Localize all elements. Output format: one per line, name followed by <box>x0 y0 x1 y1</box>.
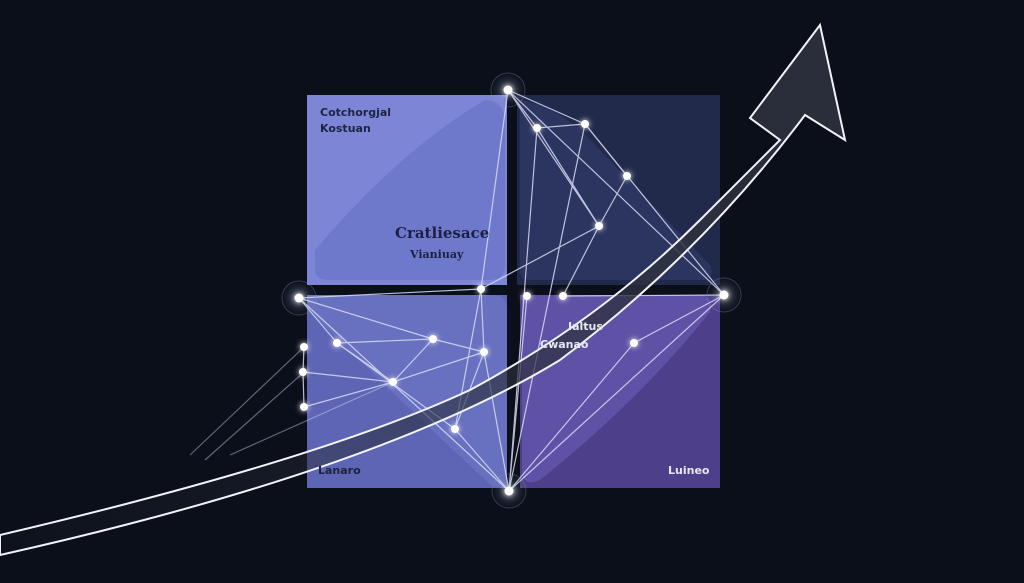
network-node <box>595 222 603 230</box>
network-edge <box>483 351 510 492</box>
network-node <box>503 85 513 95</box>
label-right-center-line2: Cwanao <box>540 338 589 351</box>
tile-bottom-right <box>520 295 720 488</box>
network-nodes <box>281 72 742 509</box>
network-node <box>300 403 308 411</box>
network-node <box>504 486 514 496</box>
network-edge <box>480 89 509 290</box>
network-edge <box>336 338 434 344</box>
network-node <box>451 425 459 433</box>
network-edge <box>480 288 485 353</box>
network-node <box>389 378 397 386</box>
network-edge <box>536 127 600 227</box>
network-edge <box>507 89 600 227</box>
network-node <box>719 290 729 300</box>
network-edge <box>598 175 628 227</box>
tile-bottom-left-inner <box>308 295 508 487</box>
network-node <box>623 172 631 180</box>
network-node <box>533 124 541 132</box>
network-edge <box>432 338 485 353</box>
network-trail-line <box>229 381 394 456</box>
network-edges <box>189 89 725 492</box>
network-node <box>299 368 307 376</box>
network-trail-line <box>204 371 305 461</box>
growth-arrow <box>0 22 847 557</box>
label-bottom-left: Lanaro <box>318 464 361 477</box>
network-edge <box>508 294 725 492</box>
network-edge <box>298 288 482 299</box>
label-center-line2: Vianiuay <box>409 248 464 261</box>
label-top-left-line1: Cotchorgjal <box>320 106 391 119</box>
network-trail-line <box>189 346 305 456</box>
network-node <box>300 343 308 351</box>
network-edge <box>480 225 600 290</box>
network-edge <box>508 295 528 492</box>
label-center-line1: Cratliesace <box>395 224 489 242</box>
network-node <box>477 285 485 293</box>
network-edge <box>302 371 394 383</box>
network-edge <box>536 123 586 129</box>
network-edge <box>392 351 485 383</box>
tile-top-left-inner <box>315 100 505 280</box>
network-edge <box>298 297 510 492</box>
network-edge <box>302 371 305 408</box>
tile-top-right-inner <box>520 100 712 280</box>
network-edge <box>562 294 725 297</box>
network-edge <box>298 297 434 340</box>
network-edge <box>584 123 725 296</box>
network-edge <box>392 338 434 383</box>
network-edge <box>303 381 394 408</box>
network-edge <box>508 342 635 492</box>
network-node <box>480 348 488 356</box>
growth-arrow-shape <box>0 22 847 557</box>
label-bottom-right: Luineo <box>668 464 710 477</box>
network-node <box>429 335 437 343</box>
network-node <box>523 292 531 300</box>
network-edge <box>508 127 538 492</box>
network-edge <box>508 123 586 492</box>
network-node <box>294 293 304 303</box>
network-edge <box>507 89 725 296</box>
network-node <box>333 339 341 347</box>
network-node <box>581 120 589 128</box>
label-right-center-line1: Ialtus <box>568 320 603 333</box>
network-edge <box>302 346 305 373</box>
network-edge <box>562 225 600 297</box>
label-top-left-line2: Kostuan <box>320 122 371 135</box>
tile-top-left <box>307 95 507 285</box>
network-node <box>630 339 638 347</box>
network-node <box>559 292 567 300</box>
